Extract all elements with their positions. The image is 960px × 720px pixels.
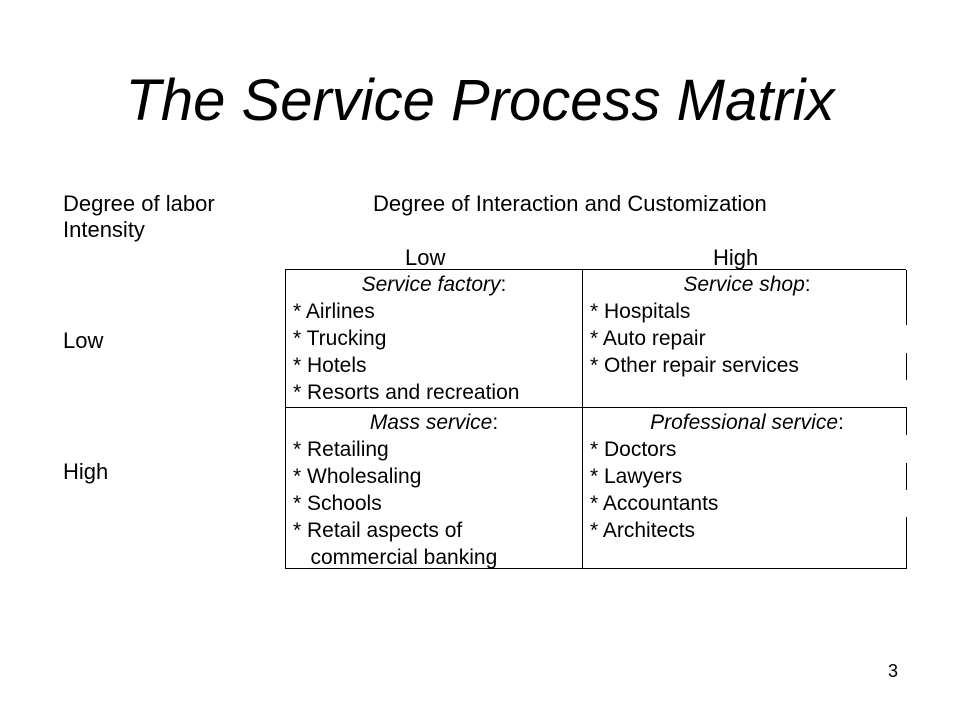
- list-item-continuation: commercial banking: [293, 546, 498, 569]
- column-label-low: Low: [405, 245, 446, 270]
- matrix-vertical-divider: [582, 270, 583, 568]
- cell-heading: Professional service:: [590, 409, 904, 436]
- y-axis-title-line2: Intensity: [63, 217, 145, 242]
- cell-heading: Service factory:: [293, 271, 575, 298]
- matrix-right-border-segment: [906, 463, 907, 490]
- list-item: * Retail aspects of: [293, 519, 463, 542]
- list-item: * Architects: [590, 519, 696, 542]
- cell-heading-name: Service factory: [361, 273, 501, 296]
- cell-heading-colon: :: [500, 273, 507, 296]
- matrix-right-border-segment: [906, 407, 907, 435]
- page-number: 3: [888, 661, 899, 681]
- cell-heading-colon: :: [804, 273, 811, 296]
- list-item: * Hospitals: [590, 300, 691, 323]
- list-item: * Doctors: [590, 438, 677, 461]
- cell-heading: Service shop:: [590, 271, 904, 298]
- list-item: * Auto repair: [590, 327, 706, 350]
- list-item: * Schools: [293, 492, 382, 515]
- y-axis-title: Degree of labor Intensity: [63, 191, 215, 243]
- cell-heading-colon: :: [492, 411, 499, 434]
- x-axis-title: Degree of Interaction and Customization: [373, 191, 767, 216]
- cell-service-factory: Service factory: * Airlines * Trucking *…: [293, 271, 575, 406]
- cell-professional-service: Professional service: * Doctors * Lawyer…: [590, 409, 904, 544]
- cell-heading-colon: :: [838, 411, 844, 434]
- matrix-right-border-segment: [906, 353, 907, 380]
- list-item: * Resorts and recreation: [293, 381, 520, 404]
- cell-heading-name: Professional service: [650, 411, 839, 434]
- cell-heading: Mass service:: [293, 409, 575, 436]
- service-process-matrix: Service factory: * Airlines * Trucking *…: [285, 269, 907, 571]
- y-axis-title-line1: Degree of labor: [63, 191, 215, 216]
- list-item: * Lawyers: [590, 465, 683, 488]
- list-item: * Other repair services: [590, 354, 799, 377]
- list-item: * Airlines: [293, 300, 375, 323]
- list-item: * Retailing: [293, 438, 389, 461]
- row-label-high: High: [63, 459, 109, 484]
- cell-mass-service: Mass service: * Retailing * Wholesaling …: [293, 409, 575, 571]
- cell-service-shop: Service shop: * Hospitals * Auto repair …: [590, 271, 904, 379]
- matrix-horizontal-divider: [286, 407, 906, 408]
- column-label-high: High: [713, 245, 759, 270]
- matrix-right-border-segment: [906, 517, 907, 569]
- row-label-low: Low: [63, 328, 104, 353]
- matrix-right-border-segment: [906, 270, 907, 325]
- cell-heading-name: Service shop: [683, 273, 805, 296]
- slide-title: The Service Process Matrix: [125, 68, 835, 133]
- list-item: * Accountants: [590, 492, 719, 515]
- list-item: * Trucking: [293, 327, 387, 350]
- list-item: * Wholesaling: [293, 465, 422, 488]
- cell-heading-name: Mass service: [369, 411, 493, 434]
- list-item: * Hotels: [293, 354, 367, 377]
